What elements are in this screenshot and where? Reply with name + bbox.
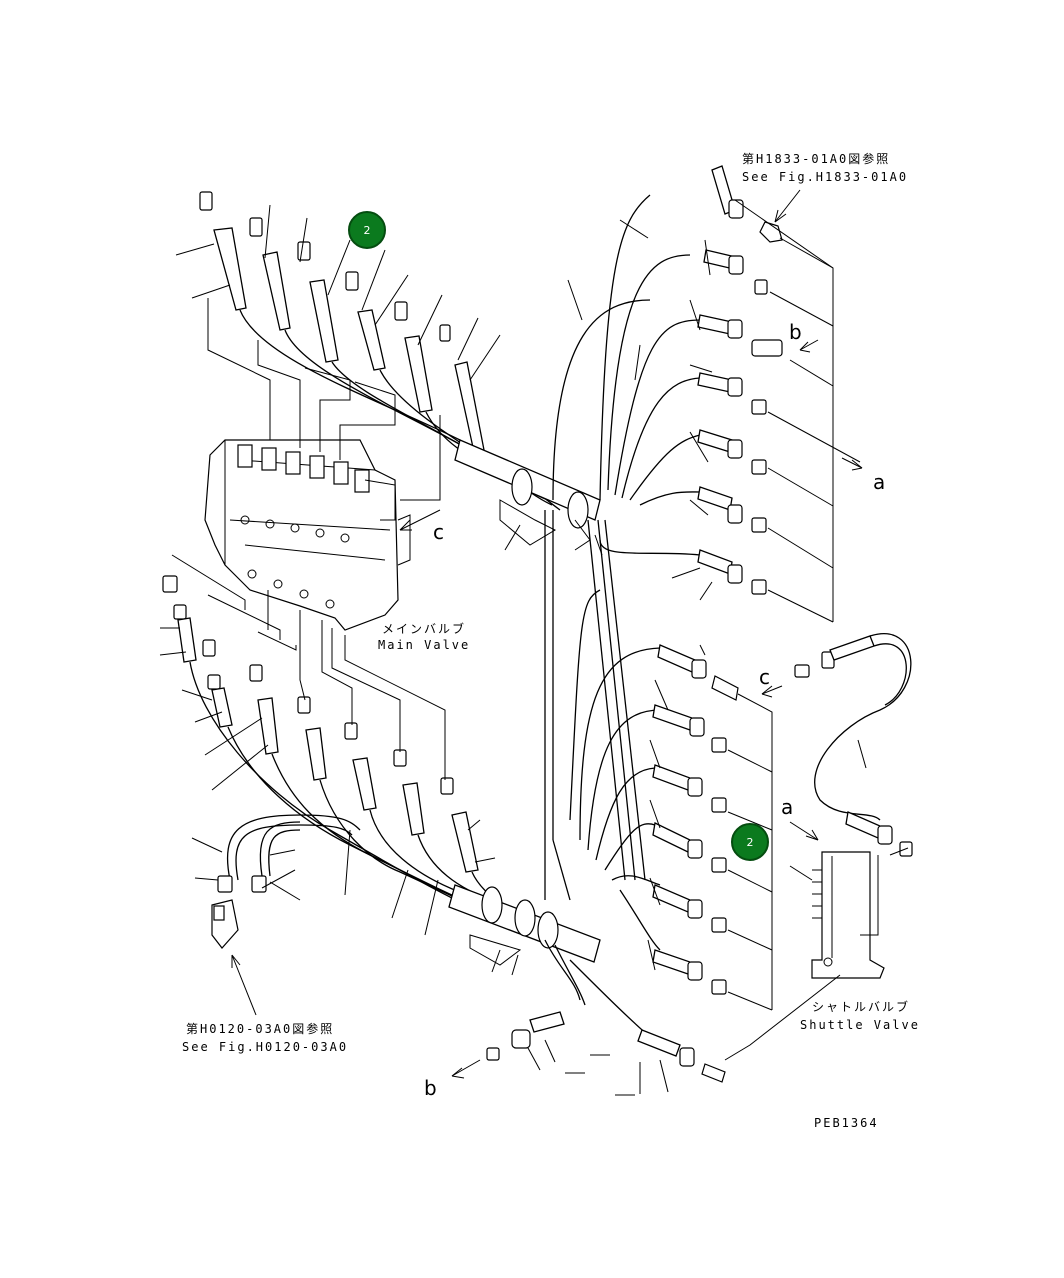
bottom-fittings bbox=[451, 1011, 726, 1096]
lower-left-valve bbox=[191, 814, 361, 1016]
connection-letter-a-right: a bbox=[873, 470, 886, 494]
right-upper-fittings bbox=[671, 165, 863, 623]
main-valve-arrow-c bbox=[364, 479, 441, 531]
main-valve-label-english: Main Valve bbox=[378, 638, 471, 652]
upper-bundle-clamps bbox=[454, 439, 603, 556]
connection-letter-a-shuttle: a bbox=[781, 795, 794, 819]
connection-letter-c-main: c bbox=[433, 520, 444, 544]
part-callout-2-top[interactable]: 2 bbox=[348, 211, 386, 249]
shuttle-valve-label-english: Shuttle Valve bbox=[800, 1018, 920, 1032]
reference-bottom-english: See Fig.H0120-03A0 bbox=[182, 1040, 349, 1054]
drawing-code: PEB1364 bbox=[814, 1116, 879, 1130]
lower-bundle-clamps bbox=[448, 884, 661, 1046]
part-callout-2-bottom[interactable]: 2 bbox=[731, 823, 769, 861]
reference-bottom-japanese: 第H0120-03A0図参照 bbox=[186, 1022, 335, 1036]
shuttle-valve-label-japanese: シャトルバルブ bbox=[812, 1000, 911, 1014]
connection-letter-b-bottom: b bbox=[424, 1076, 437, 1100]
vertical-hose-trunk bbox=[544, 194, 701, 951]
main-valve-label-japanese: メインバルブ bbox=[382, 622, 467, 636]
reference-top-japanese: 第H1833-01A0図参照 bbox=[742, 152, 891, 166]
main-valve-body bbox=[204, 439, 411, 631]
connection-letter-c-right: c bbox=[759, 665, 770, 689]
right-lower-fittings bbox=[647, 633, 913, 1011]
shuttle-valve bbox=[724, 847, 909, 1061]
connection-letter-b-right: b bbox=[789, 320, 802, 344]
reference-top-english: See Fig.H1833-01A0 bbox=[742, 170, 909, 184]
